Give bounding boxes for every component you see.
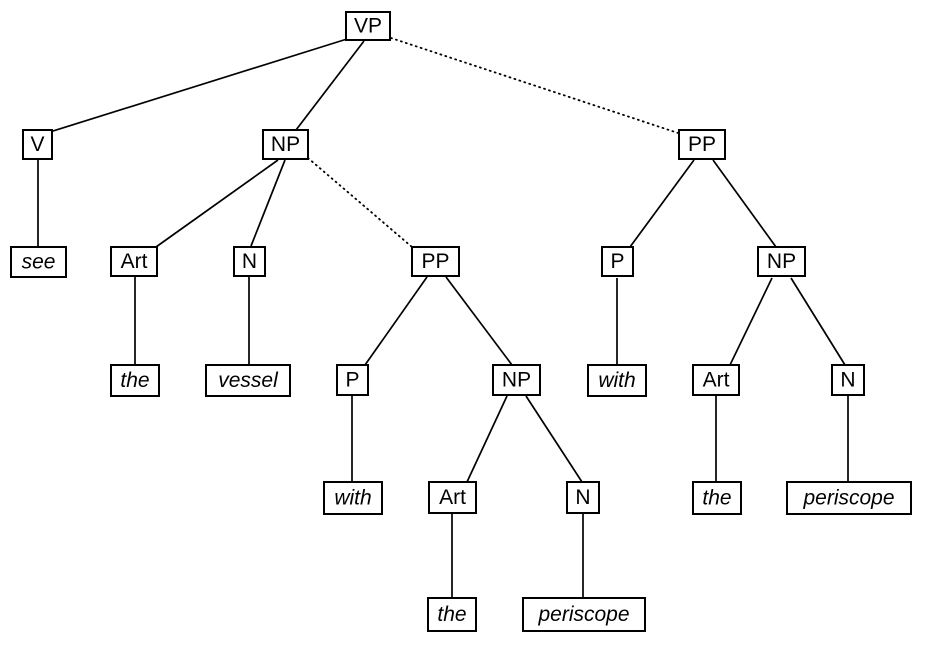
tree-node-art_r[interactable]: Art [692, 364, 740, 396]
node-box-pp_mid [411, 246, 460, 277]
tree-node-pp_right[interactable]: PP [678, 129, 726, 160]
tree-node-p_right[interactable]: P [601, 246, 634, 277]
node-box-vp [345, 11, 391, 41]
node-label-p_right: P [610, 250, 624, 273]
node-box-art1 [110, 246, 158, 277]
node-box-the_m [427, 597, 477, 632]
tree-edge-pp_right-to-np_right [712, 159, 777, 248]
node-label-art_m: Art [439, 486, 466, 509]
node-label-pp_mid: PP [421, 250, 449, 273]
node-box-with_m [323, 481, 383, 515]
node-label-art_r: Art [703, 369, 730, 392]
tree-node-with_r[interactable]: with [587, 364, 647, 397]
node-label-the_m: the [437, 603, 466, 626]
tree-edge-np1-to-n1 [250, 159, 286, 247]
tree-node-np_mid[interactable]: NP [492, 364, 541, 396]
tree-edge-np_right-to-art_r [729, 277, 773, 366]
node-label-n_m: N [575, 486, 590, 509]
node-box-peri_m [522, 597, 646, 632]
node-box-art_r [692, 364, 740, 396]
node-label-vessel: vessel [218, 369, 279, 392]
node-box-p_right [601, 246, 634, 277]
tree-node-peri_m[interactable]: periscope [522, 597, 646, 632]
tree-node-peri_r[interactable]: periscope [786, 481, 912, 515]
tree-node-vessel[interactable]: vessel [205, 364, 291, 397]
node-box-p_mid [336, 364, 369, 396]
node-box-vessel [205, 364, 291, 397]
node-box-the1 [110, 364, 160, 397]
tree-node-see[interactable]: see [10, 246, 67, 278]
tree-node-with_m[interactable]: with [323, 481, 383, 515]
node-label-p_mid: P [345, 369, 359, 392]
tree-edge-vp-to-np1 [295, 40, 365, 131]
node-label-n1: N [242, 250, 257, 273]
tree-edge-np_right-to-n_r [790, 277, 846, 366]
tree-node-v[interactable]: V [22, 129, 53, 160]
node-box-n_r [831, 364, 865, 396]
node-label-peri_r: periscope [802, 487, 894, 510]
tree-edge-np_mid-to-n_m [525, 395, 583, 483]
node-box-art_m [428, 481, 477, 514]
tree-node-p_mid[interactable]: P [336, 364, 369, 396]
tree-node-np1[interactable]: NP [262, 129, 309, 160]
tree-node-n1[interactable]: N [233, 246, 266, 277]
tree-edge-np_mid-to-art_m [466, 395, 508, 483]
node-box-np_right [757, 246, 806, 277]
tree-edge-vp-to-pp_right [390, 37, 679, 134]
node-box-peri_r [786, 481, 912, 515]
node-label-pp_right: PP [688, 133, 716, 156]
node-label-see: see [22, 251, 56, 274]
node-label-n_r: N [840, 369, 855, 392]
tree-edge-np1-to-pp_mid [307, 157, 413, 248]
node-box-n1 [233, 246, 266, 277]
tree-edge-vp-to-v [36, 38, 348, 137]
node-box-n_m [566, 481, 600, 514]
node-box-np1 [262, 129, 309, 160]
tree-node-np_right[interactable]: NP [757, 246, 806, 277]
node-label-np_mid: NP [502, 369, 531, 392]
node-label-v: V [30, 133, 44, 156]
node-label-the_r: the [702, 487, 731, 510]
edge-layer [36, 37, 849, 597]
tree-node-vp[interactable]: VP [345, 11, 391, 41]
node-label-with_r: with [598, 369, 635, 392]
node-box-with_r [587, 364, 647, 397]
tree-node-art1[interactable]: Art [110, 246, 158, 277]
node-label-art1: Art [121, 250, 148, 273]
node-label-the1: the [120, 369, 149, 392]
node-box-pp_right [678, 129, 726, 160]
tree-node-the_r[interactable]: the [692, 481, 742, 515]
tree-node-pp_mid[interactable]: PP [411, 246, 460, 277]
tree-node-n_m[interactable]: N [566, 481, 600, 514]
node-box-see [10, 246, 67, 278]
tree-node-art_m[interactable]: Art [428, 481, 477, 514]
node-box-the_r [692, 481, 742, 515]
tree-node-the1[interactable]: the [110, 364, 160, 397]
node-label-vp: VP [354, 15, 382, 38]
tree-edge-pp_mid-to-p_mid [364, 276, 428, 366]
tree-node-the_m[interactable]: the [427, 597, 477, 632]
tree-edge-pp_mid-to-np_mid [445, 276, 513, 366]
node-label-np1: NP [271, 133, 300, 156]
node-label-np_right: NP [767, 250, 796, 273]
node-box-v [22, 129, 53, 160]
node-label-peri_m: periscope [537, 603, 629, 626]
tree-edge-np1-to-art1 [155, 159, 279, 248]
node-label-with_m: with [334, 487, 371, 510]
tree-node-n_r[interactable]: N [831, 364, 865, 396]
tree-edge-pp_right-to-p_right [629, 159, 695, 248]
node-box-np_mid [492, 364, 541, 396]
